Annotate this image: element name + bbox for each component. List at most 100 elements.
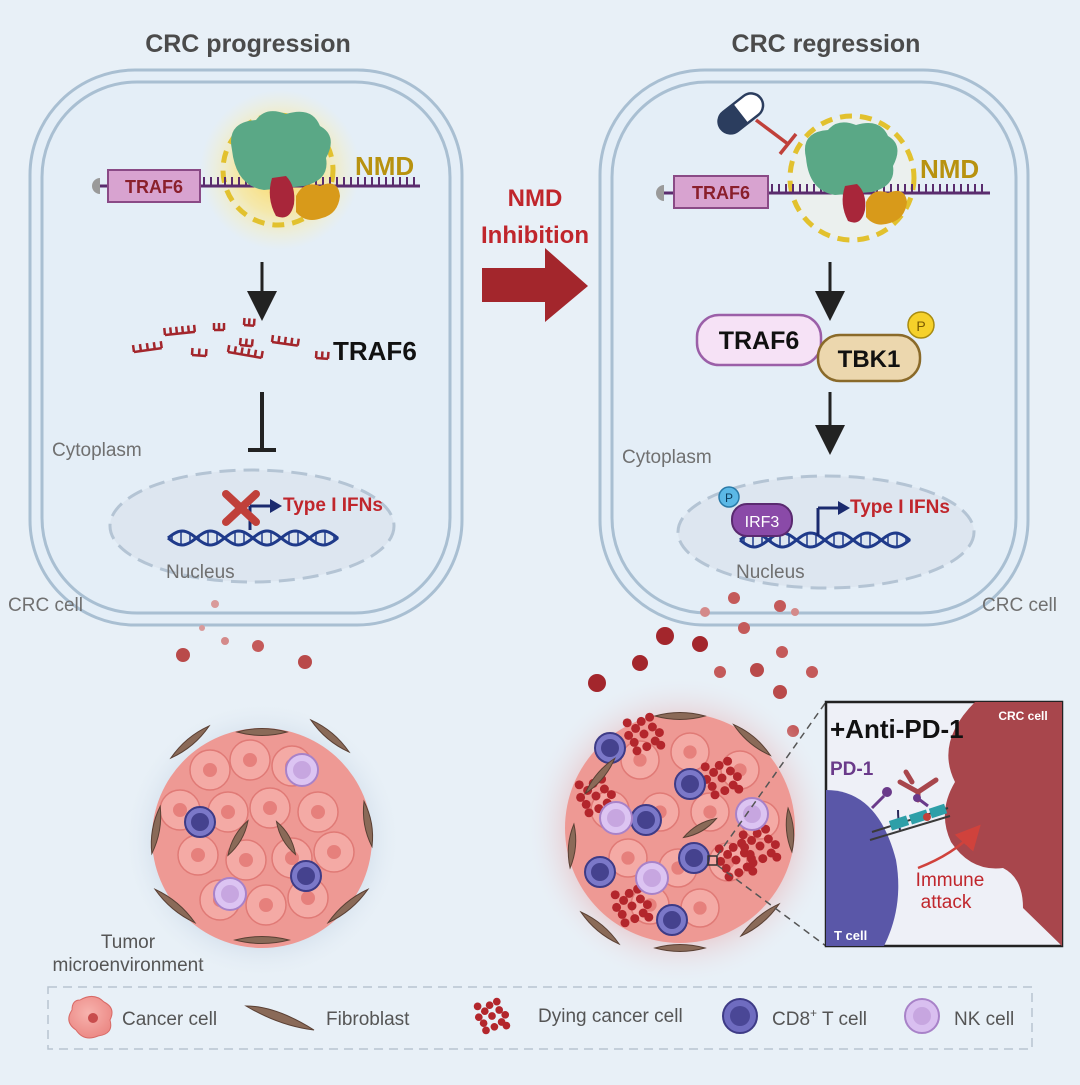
- fibroblast-icon: [246, 1006, 314, 1030]
- ifn-droplet: [588, 674, 606, 692]
- left-tumor: [122, 700, 402, 980]
- legend-label-fibroblast: Fibroblast: [326, 1009, 410, 1030]
- dying-cell-fragment: [645, 713, 654, 722]
- mrna-fragment-tooth: [246, 339, 247, 346]
- anti-pd1-inset: +Anti-PD-1 CRC cell PD-1 Immune attack T…: [826, 702, 1062, 946]
- dying-cell-fragment: [740, 843, 749, 852]
- cd8-t-cell-nucleus-icon: [730, 1006, 750, 1026]
- dying-cell-fragment: [625, 889, 634, 898]
- big-red-arrow: [482, 248, 588, 322]
- dying-cell-fragment: [756, 842, 765, 851]
- dying-cell-fragment: [630, 914, 639, 923]
- ifn-droplet: [632, 655, 648, 671]
- legend-item-cd8-t-cell: CD8+ T cell: [723, 999, 867, 1033]
- ifn-droplet: [252, 640, 264, 652]
- nmd-label-right: NMD: [920, 154, 979, 184]
- mrna-fragment-tooth: [164, 328, 165, 335]
- dying-cell-fragment: [503, 1022, 511, 1030]
- ifn-droplet: [298, 655, 312, 669]
- right-panel: CRC regression TRAF6 NMD TRAF6 TBK1 P Cy…: [600, 30, 1057, 625]
- right-ifn-label: Type I IFNs: [850, 497, 950, 518]
- left-panel-title: CRC progression: [145, 30, 351, 58]
- cancer-cell-nucleus: [243, 753, 257, 767]
- dying-cell-fragment: [481, 1007, 489, 1015]
- dying-cell-fragment: [630, 738, 639, 747]
- dying-cell-fragment: [764, 835, 773, 844]
- dying-cell-fragment: [474, 1003, 482, 1011]
- dying-cell-fragment: [772, 853, 781, 862]
- cd8-t-cell-nucleus: [601, 739, 619, 757]
- legend: Cancer cell Fibroblast Dying cancer cell…: [48, 987, 1032, 1049]
- cancer-cell-nucleus: [221, 805, 235, 819]
- cancer-cell-nucleus: [327, 845, 341, 859]
- ifn-droplet: [700, 607, 710, 617]
- dying-cell-fragment: [749, 858, 758, 867]
- dying-cell-fragment: [722, 864, 731, 873]
- dying-cell-fragment: [585, 808, 594, 817]
- dying-cell-fragment: [723, 757, 732, 766]
- cd8-t-cell-nucleus: [191, 813, 209, 831]
- nk-cell-nucleus: [293, 761, 311, 779]
- dying-cell-fragment: [633, 746, 642, 755]
- nk-cell-nucleus: [643, 869, 661, 887]
- cd8-t-cell-nucleus: [681, 775, 699, 793]
- dying-cell-fragment: [644, 913, 653, 922]
- dying-cell-fragment: [643, 900, 652, 909]
- dying-cell-fragment: [758, 854, 767, 863]
- dying-cell-fragment: [623, 718, 632, 727]
- tme-label-line2: microenvironment: [53, 955, 205, 976]
- dying-cell-fragment: [701, 762, 710, 771]
- nmd-label: NMD: [355, 151, 414, 181]
- dying-cell-fragment: [575, 780, 584, 789]
- legend-label-cancer-cell: Cancer cell: [122, 1009, 217, 1030]
- legend-label-nk-cell: NK cell: [954, 1009, 1014, 1030]
- mrna-fragment-tooth: [147, 343, 148, 350]
- left-cell-label: CRC cell: [8, 595, 83, 616]
- nk-cell-nucleus-icon: [913, 1007, 931, 1025]
- irf3-label: IRF3: [745, 514, 780, 531]
- legend-item-cancer-cell: Cancer cell: [69, 996, 217, 1038]
- dying-cell-fragment: [656, 741, 665, 750]
- dying-cell-fragment: [640, 730, 649, 739]
- cd8-t-cell-nucleus: [637, 811, 655, 829]
- traf6-gene-label: TRAF6: [125, 177, 183, 197]
- dying-cell-fragment: [748, 867, 757, 876]
- dying-cell-fragment: [619, 896, 628, 905]
- right-nucleus-label: Nucleus: [736, 562, 805, 583]
- ifn-droplet: [791, 608, 799, 616]
- mrna-fragment-tooth: [240, 338, 241, 345]
- dying-cell-fragment: [723, 850, 732, 859]
- dying-cell-fragment: [711, 790, 720, 799]
- cancer-cell-nucleus-icon: [88, 1013, 98, 1023]
- left-cytoplasm-label: Cytoplasm: [52, 440, 142, 461]
- mrna-fragment-tooth: [228, 345, 229, 352]
- dying-cell-fragment: [600, 785, 609, 794]
- nk-cell-nucleus: [221, 885, 239, 903]
- mrna-fragment-tooth: [291, 338, 292, 345]
- dying-cell-fragment: [628, 902, 637, 911]
- legend-item-dying-cancer-cell: Dying cancer cell: [474, 998, 683, 1034]
- cancer-cell-nucleus: [703, 805, 716, 818]
- left-nucleus: [110, 470, 394, 582]
- dying-cell-fragment: [637, 717, 646, 726]
- mrna-fragment-tooth: [133, 345, 134, 352]
- dying-cell-fragment: [631, 724, 640, 733]
- dying-cell-fragment: [576, 793, 585, 802]
- dying-cell-fragment: [648, 723, 657, 732]
- dying-cell-fragment: [720, 786, 729, 795]
- dying-cell-fragment: [618, 910, 627, 919]
- nmd-inhibition-arrow: NMD Inhibition: [481, 185, 589, 322]
- dying-cell-fragment: [715, 761, 724, 770]
- dying-cell-fragment: [611, 890, 620, 899]
- dying-cancer-cell-icon: [474, 998, 510, 1034]
- mrna-fragment-tooth: [140, 344, 141, 351]
- legend-item-nk-cell: NK cell: [905, 999, 1014, 1033]
- dying-cell-fragment: [612, 903, 621, 912]
- dying-cell-fragment: [607, 790, 616, 799]
- phospho-tbk1-label: P: [916, 318, 925, 334]
- cancer-cell-nucleus: [239, 853, 253, 867]
- dying-cell-fragment: [495, 1006, 503, 1014]
- dying-cell-fragment: [491, 1023, 499, 1031]
